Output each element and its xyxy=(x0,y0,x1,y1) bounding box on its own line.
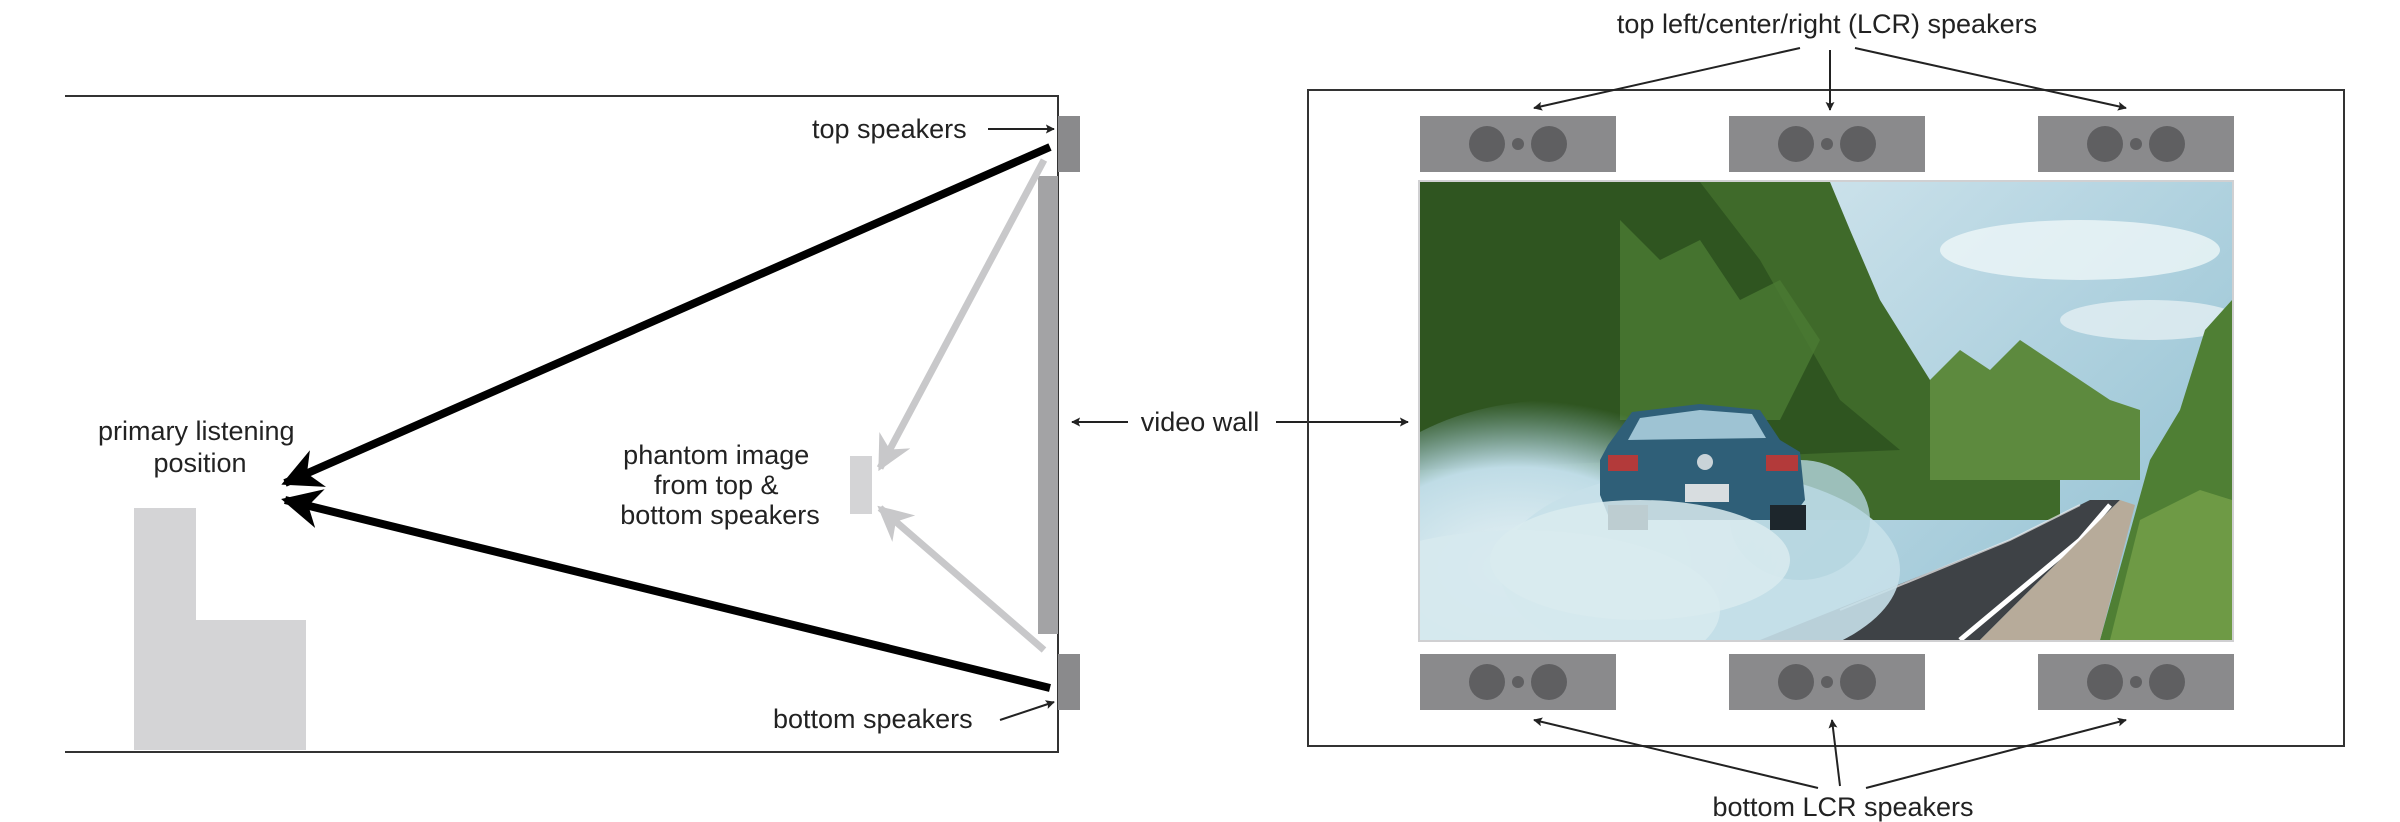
top-lcr-pointer-left xyxy=(1533,47,1801,111)
top-lcr-label: top left/center/right (LCR) speakers xyxy=(1617,9,2037,39)
top-speakers-label: top speakers xyxy=(812,114,967,144)
direct-arrow-top xyxy=(281,143,1052,487)
bottom-lcr-pointer-right xyxy=(1865,717,2127,789)
bottom-lcr-pointer-center xyxy=(1828,719,1841,787)
bottom-left-speaker xyxy=(1420,654,1616,710)
video-wall-screen xyxy=(1418,180,2234,642)
phantom-image xyxy=(850,456,872,514)
top-center-speaker xyxy=(1729,116,1925,172)
bottom-lcr-label: bottom LCR speakers xyxy=(1712,792,1973,822)
bottom-speakers-pointer xyxy=(999,700,1055,721)
top-lcr-pointer-right xyxy=(1854,47,2127,111)
listening-position-label: primary listening position xyxy=(98,416,302,478)
listener-seat xyxy=(134,508,306,750)
video-wall-callout: video wall xyxy=(1071,407,1409,437)
top-right-speaker xyxy=(2038,116,2234,172)
front-view: top left/center/right (LCR) speakers bot… xyxy=(1307,9,2345,822)
phantom-arrow-top xyxy=(876,158,1048,472)
bottom-speakers-label: bottom speakers xyxy=(773,704,973,734)
bottom-lcr-pointer-left xyxy=(1533,717,1819,789)
top-left-speaker xyxy=(1420,116,1616,172)
front-wall-outline xyxy=(1307,89,2345,747)
direct-arrow-bottom xyxy=(281,489,1051,692)
bottom-center-speaker xyxy=(1729,654,1925,710)
phantom-arrow-bottom xyxy=(877,505,1047,653)
bottom-right-speaker xyxy=(2038,654,2234,710)
phantom-image-label: phantom image from top & bottom speakers xyxy=(620,440,820,530)
bottom-speaker xyxy=(1058,654,1080,710)
side-video-wall xyxy=(1038,176,1058,634)
top-speaker xyxy=(1058,116,1080,172)
side-view: top speakers bottom speakers primary lis… xyxy=(65,95,1080,753)
car-burnout-photo xyxy=(1420,182,2232,640)
video-wall-label: video wall xyxy=(1141,407,1260,437)
